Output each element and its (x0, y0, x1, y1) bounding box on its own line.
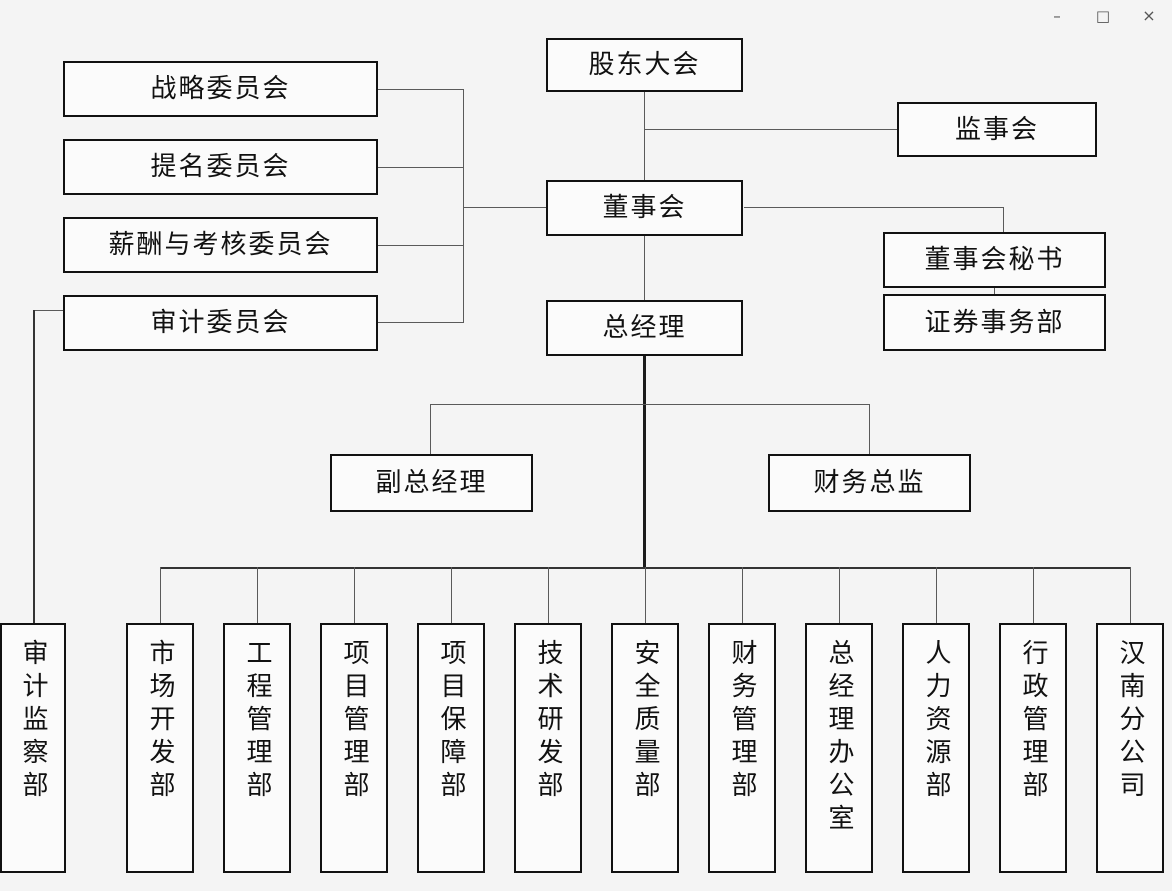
node-label: 监事会 (954, 114, 1039, 144)
edge-board-to-secretary-v (1003, 207, 1004, 233)
node-department-human-resources[interactable]: 人力资源部 (902, 623, 970, 873)
edge-to-dept-9 (936, 567, 937, 623)
node-label: 技术研发部 (534, 639, 563, 804)
edge-audit-committee-to-audit-dept (33, 310, 35, 623)
node-label: 提名委员会 (150, 152, 291, 181)
node-nomination-committee[interactable]: 提名委员会 (63, 139, 378, 195)
node-audit-committee[interactable]: 审计委员会 (63, 295, 378, 351)
edge-remuneration-committee (378, 245, 464, 246)
node-label: 薪酬与考核委员会 (108, 230, 333, 259)
node-department-administration[interactable]: 行政管理部 (999, 623, 1067, 873)
node-strategy-committee[interactable]: 战略委员会 (63, 61, 378, 117)
node-label: 审计监察部 (19, 639, 48, 804)
edge-to-dept-1 (160, 567, 161, 623)
edge-to-dept-11 (1130, 567, 1131, 623)
node-securities-department[interactable]: 证券事务部 (883, 294, 1106, 351)
node-board-secretary[interactable]: 董事会秘书 (883, 232, 1106, 288)
node-department-financial-management[interactable]: 财务管理部 (708, 623, 776, 873)
node-label: 副总经理 (375, 468, 488, 497)
edge-to-dept-6 (645, 567, 646, 623)
node-general-manager[interactable]: 总经理 (546, 300, 743, 356)
node-label: 董事会 (602, 193, 687, 222)
node-label: 人力资源部 (922, 639, 951, 804)
exec-branch-bar (430, 404, 870, 405)
edge-shareholders-to-supervisors (644, 129, 898, 130)
maximize-icon[interactable]: □ (1095, 6, 1111, 25)
node-label: 战略委员会 (150, 74, 291, 103)
node-label: 财务总监 (813, 468, 926, 497)
node-label: 证券事务部 (924, 307, 1065, 337)
node-label: 安全质量部 (631, 639, 660, 804)
node-label: 总经理 (602, 313, 687, 342)
window-controls: – □ × (1034, 0, 1172, 32)
node-label: 汉南分公司 (1116, 639, 1145, 804)
node-department-project-support[interactable]: 项目保障部 (417, 623, 485, 873)
node-label: 财务管理部 (728, 639, 757, 804)
edge-shareholders-to-board (644, 92, 645, 185)
gm-trunk-vertical (643, 356, 646, 567)
edge-board-to-gm (644, 236, 645, 300)
edge-to-dept-3 (354, 567, 355, 623)
node-deputy-general-manager[interactable]: 副总经理 (330, 454, 533, 512)
node-label: 市场开发部 (146, 639, 175, 804)
edge-board-to-committees-h (463, 207, 546, 208)
node-label: 总经理办公室 (825, 639, 854, 837)
node-remuneration-committee[interactable]: 薪酬与考核委员会 (63, 217, 378, 273)
node-audit-supervision-department[interactable]: 审计监察部 (0, 623, 66, 873)
node-department-technology-rd[interactable]: 技术研发部 (514, 623, 582, 873)
node-department-market-development[interactable]: 市场开发部 (126, 623, 194, 873)
edge-audit-committee (378, 322, 464, 323)
edge-to-dept-8 (839, 567, 840, 623)
edge-to-dept-5 (548, 567, 549, 623)
edge-to-dept-4 (451, 567, 452, 623)
edge-audit-committee-left-h (34, 310, 64, 311)
edge-to-dept-2 (257, 567, 258, 623)
node-label: 审计委员会 (150, 308, 291, 337)
edge-to-deputy-gm (430, 404, 431, 454)
node-board-of-supervisors[interactable]: 监事会 (897, 102, 1097, 157)
edge-to-cfo (869, 404, 870, 454)
node-department-project-management[interactable]: 项目管理部 (320, 623, 388, 873)
edge-to-dept-7 (742, 567, 743, 623)
node-department-hannan-branch[interactable]: 汉南分公司 (1096, 623, 1164, 873)
edge-board-to-secretary-h (744, 207, 1004, 208)
minimize-icon[interactable]: – (1053, 6, 1061, 25)
node-label: 工程管理部 (243, 639, 272, 804)
node-department-engineering-management[interactable]: 工程管理部 (223, 623, 291, 873)
node-label: 项目保障部 (437, 639, 466, 804)
node-label: 项目管理部 (340, 639, 369, 804)
edge-strategy-committee (378, 89, 464, 90)
committee-bus-vertical (463, 89, 464, 322)
node-label: 董事会秘书 (924, 245, 1065, 274)
node-board-of-directors[interactable]: 董事会 (546, 180, 743, 236)
edge-nomination-committee (378, 167, 464, 168)
node-department-safety-quality[interactable]: 安全质量部 (611, 623, 679, 873)
node-label: 股东大会 (588, 50, 701, 79)
close-icon[interactable]: × (1142, 6, 1156, 25)
node-cfo[interactable]: 财务总监 (768, 454, 971, 512)
node-shareholders-meeting[interactable]: 股东大会 (546, 38, 743, 92)
node-department-gm-office[interactable]: 总经理办公室 (805, 623, 873, 873)
node-label: 行政管理部 (1019, 639, 1048, 804)
edge-to-dept-10 (1033, 567, 1034, 623)
